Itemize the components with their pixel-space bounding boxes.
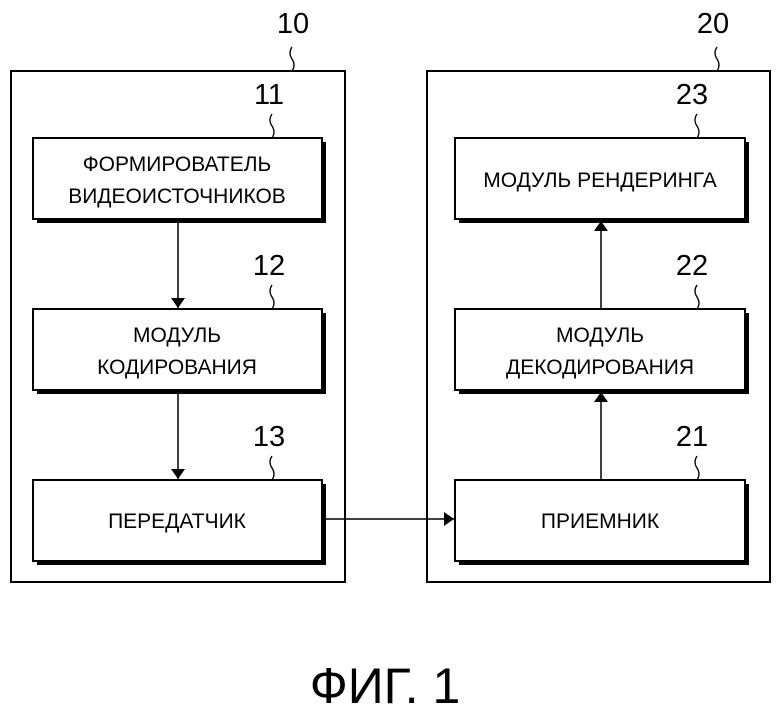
block-21-ref-label: 21 (676, 421, 708, 453)
block-11-video-source-former: ФОРМИРОВАТЕЛЬ ВИДЕОИСТОЧНИКОВ 11 (32, 79, 326, 223)
block-23-label: МОДУЛЬ РЕНДЕРИНГА (483, 169, 717, 192)
block-21-leader-squiggle (694, 455, 700, 481)
group-10-frame (10, 70, 346, 583)
group-20-frame (426, 70, 771, 583)
block-22-ref-label: 22 (676, 250, 708, 282)
block-21-receiver: ПРИЕМНИК 21 (454, 421, 749, 565)
block-11-label-line-2: ВИДЕОИСТОЧНИКОВ (68, 185, 286, 208)
group-10-leader-squiggle (289, 46, 295, 72)
block-22-frame (454, 308, 746, 391)
block-22-label-line-1: МОДУЛЬ (556, 324, 644, 347)
block-12-label-line-2: КОДИРОВАНИЯ (97, 356, 257, 379)
block-11-leader-squiggle (269, 113, 275, 139)
group-20-ref-label: 20 (697, 8, 729, 40)
block-12-frame (32, 308, 323, 391)
block-21-label: ПРИЕМНИК (541, 510, 660, 533)
block-13-transmitter: ПЕРЕДАТЧИК 13 (32, 421, 326, 565)
block-13-leader-squiggle (269, 455, 275, 481)
block-21-frame (454, 479, 746, 562)
block-11-ref-label: 11 (254, 79, 284, 111)
block-13-ref-label: 13 (253, 421, 285, 453)
block-23-rendering-module: МОДУЛЬ РЕНДЕРИНГА 23 (454, 79, 749, 223)
block-22-leader-squiggle (694, 284, 700, 310)
block-22-label-line-2: ДЕКОДИРОВАНИЯ (506, 356, 694, 379)
block-22-decoding-module: МОДУЛЬ ДЕКОДИРОВАНИЯ 22 (454, 250, 749, 394)
block-12-encoding-module: МОДУЛЬ КОДИРОВАНИЯ 12 (32, 250, 326, 394)
block-12-ref-label: 12 (253, 250, 285, 282)
block-11-label-line-1: ФОРМИРОВАТЕЛЬ (83, 153, 272, 176)
group-20-sink-device: 20 МОДУЛЬ РЕНДЕРИНГА 23 МОДУЛЬ ДЕКОДИРОВ… (426, 8, 771, 583)
block-13-label: ПЕРЕДАТЧИК (108, 510, 247, 533)
block-11-frame (32, 137, 323, 220)
block-12-label-line-1: МОДУЛЬ (133, 324, 221, 347)
group-10-ref-label: 10 (277, 8, 309, 40)
figure-caption: ФИГ. 1 (310, 658, 461, 713)
group-10-source-device: 10 ФОРМИРОВАТЕЛЬ ВИДЕОИСТОЧНИКОВ 11 МОДУ… (10, 8, 346, 583)
block-23-frame (454, 137, 746, 220)
block-23-ref-label: 23 (676, 79, 708, 111)
block-12-leader-squiggle (269, 284, 275, 310)
block-13-frame (32, 479, 323, 562)
group-20-leader-squiggle (714, 46, 720, 72)
block-23-leader-squiggle (694, 113, 700, 139)
